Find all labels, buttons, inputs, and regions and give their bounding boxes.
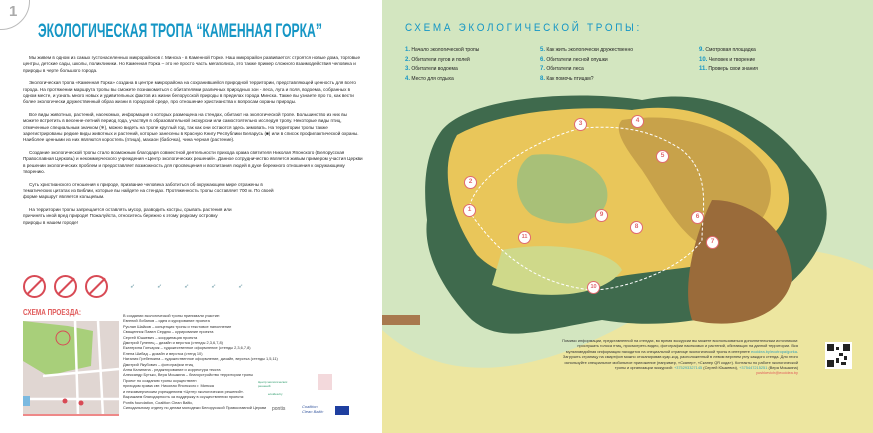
legend-item: 7. Обитатели леса — [540, 66, 584, 72]
eu-flag-icon — [335, 406, 349, 415]
legend-item: 3. Обитатели водоема — [405, 66, 458, 72]
trail-scheme-panel: СХЕМА ЭКОЛОГИЧЕСКОЙ ТРОПЫ: 1. Начало эко… — [382, 0, 873, 433]
page-number-badge: 1 — [0, 0, 30, 30]
trail-web-link[interactable]: ecoidea.by/ecotropa/gorka — [751, 348, 797, 354]
trail-marker-8: 8 — [630, 221, 643, 234]
trail-marker-4: 4 — [631, 115, 644, 128]
legend-item: 6. Обитатели лесной опушки — [540, 56, 608, 63]
legend-item: 4. Место для отдыха — [405, 75, 454, 82]
bird-icon: ➶ — [238, 284, 244, 290]
logo-church — [318, 374, 332, 390]
phone-link[interactable]: +375293327145 — [673, 365, 703, 371]
no-littering-icon — [85, 275, 108, 298]
trail-marker-5: 5 — [656, 150, 669, 163]
phone-link[interactable]: +375447215251 — [739, 365, 768, 371]
paragraph: Мы живем в одном из самых густонаселенны… — [23, 55, 361, 73]
description-text: Мы живем в одном из самых густонаселенны… — [23, 55, 363, 232]
multimedia-info: Помимо информации, представленной на сте… — [562, 338, 798, 376]
trail-map-illustration — [382, 95, 873, 433]
legend-item: 5. Как жить экологически дружественно — [540, 47, 633, 53]
page-title: ЭКОЛОГИЧЕСКАЯ ТРОПА “КАМЕННАЯ ГОРКА” — [38, 21, 322, 42]
trail-marker-1: 1 — [463, 204, 476, 217]
qr-code-pattern — [827, 344, 850, 367]
bird-icon: ➶ — [184, 284, 190, 290]
paragraph: На территории тропы запрещается оставлят… — [23, 206, 232, 225]
logo-pontis: pontis — [272, 406, 286, 412]
trail-marker-2: 2 — [464, 176, 477, 189]
trail-marker-11: 11 — [518, 231, 531, 244]
legend-item: 1. Начало экологической тропы — [405, 47, 480, 53]
legend-column-3: 9. Смотровая площадка 10. Человек и твор… — [699, 46, 758, 75]
qr-code — [825, 342, 852, 369]
trail-marker-3: 3 — [574, 118, 587, 131]
bird-icon: ➶ — [130, 284, 136, 290]
paragraph: Создание экологической тропы стало возмо… — [23, 149, 363, 175]
route-map-drawing — [23, 321, 119, 414]
credits: В создании экологической тропы принимали… — [123, 313, 278, 410]
logo-ccb: Coalition Clean Baltic — [302, 404, 324, 414]
legend-item: 9. Смотровая площадка — [699, 47, 756, 53]
prohibition-icons: ➶ ➶ ➶ ➶ ➶ — [23, 275, 243, 298]
no-picking-plants-icon — [54, 275, 77, 298]
paragraph: Суть христианского отношения к природе, … — [23, 181, 274, 200]
trail-marker-7: 7 — [706, 236, 719, 249]
route-map — [23, 321, 119, 416]
legend-column-2: 5. Как жить экологически дружественно 6.… — [540, 46, 633, 84]
no-fire-icon — [23, 275, 46, 298]
logo-ecoidea-url: ecoidea.by — [268, 392, 283, 396]
trail-marker-6: 6 — [691, 211, 704, 224]
legend-column-1: 1. Начало экологической тропы 2. Обитате… — [405, 46, 479, 84]
trail-marker-9: 9 — [595, 209, 608, 222]
legend-item: 11. Проверь свои знания — [699, 66, 758, 72]
scheme-title: СХЕМА ЭКОЛОГИЧЕСКОЙ ТРОПЫ: — [405, 22, 642, 34]
paragraph: Экологическая тропа «Каменная Горка» соз… — [23, 80, 356, 105]
email-link[interactable]: yushkevich@ecoidea.by — [755, 370, 798, 376]
route-title: СХЕМА ПРОЕЗДА: — [23, 308, 81, 317]
partner-logos: Центр экологических решений ecoidea.by p… — [258, 374, 378, 420]
bird-icon: ➶ — [157, 284, 163, 290]
bird-icon: ➶ — [211, 284, 217, 290]
paragraph: Все виды животных, растений, насекомых, … — [23, 111, 359, 143]
info-panel: 1 ЭКОЛОГИЧЕСКАЯ ТРОПА “КАМЕННАЯ ГОРКА” М… — [0, 0, 382, 433]
legend-item: 8. Как помочь птицам? — [540, 75, 594, 82]
logo-ecoidea: Центр экологических решений — [258, 380, 288, 388]
legend-item: 2. Обитатели лугов и полей — [405, 56, 470, 63]
trail-marker-10: 10 — [587, 281, 600, 294]
legend-item: 10. Человек и творение — [699, 56, 756, 63]
